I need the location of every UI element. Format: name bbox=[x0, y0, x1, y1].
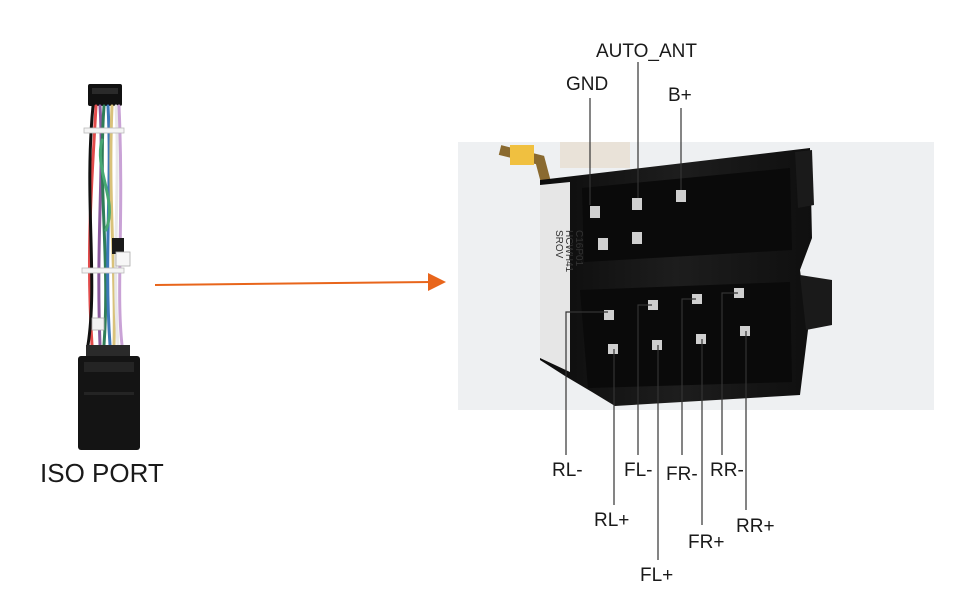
pin-label-fl-minus: FL- bbox=[624, 460, 653, 481]
pin-label-gnd: GND bbox=[566, 74, 608, 95]
marking-1: SROV bbox=[553, 230, 564, 259]
pin-leaders bbox=[565, 62, 747, 560]
marking-2: HCWH41 bbox=[563, 230, 574, 273]
leader-rr-minus bbox=[721, 292, 738, 455]
pin-labels: GND AUTO_ANT B+ RL- RL+ FL- FL+ FR- FR+ … bbox=[552, 41, 775, 586]
marking-3: C16P01 bbox=[573, 230, 584, 267]
pin-label-rr-plus: RR+ bbox=[736, 516, 775, 537]
pin-label-b-plus: B+ bbox=[668, 85, 692, 106]
pin-label-rl-minus: RL- bbox=[552, 460, 583, 481]
pin-label-auto-ant: AUTO_ANT bbox=[596, 41, 697, 62]
pin-label-rr-minus: RR- bbox=[710, 460, 744, 481]
connector-markings: SROV HCWH41 C16P01 bbox=[553, 230, 584, 273]
pin-label-rl-plus: RL+ bbox=[594, 510, 629, 531]
wiring-harness-illustration bbox=[78, 84, 140, 450]
iso-port-caption: ISO PORT bbox=[40, 458, 164, 488]
pointer-arrow bbox=[154, 273, 446, 291]
leader-fl-minus bbox=[637, 304, 652, 455]
pin-label-fr-plus: FR+ bbox=[688, 532, 724, 553]
pin-label-fr-minus: FR- bbox=[666, 464, 698, 485]
connector-photo bbox=[458, 142, 934, 410]
leader-rl-minus bbox=[565, 311, 608, 455]
pin-label-fl-plus: FL+ bbox=[640, 565, 673, 586]
leader-fr-minus bbox=[681, 298, 696, 455]
